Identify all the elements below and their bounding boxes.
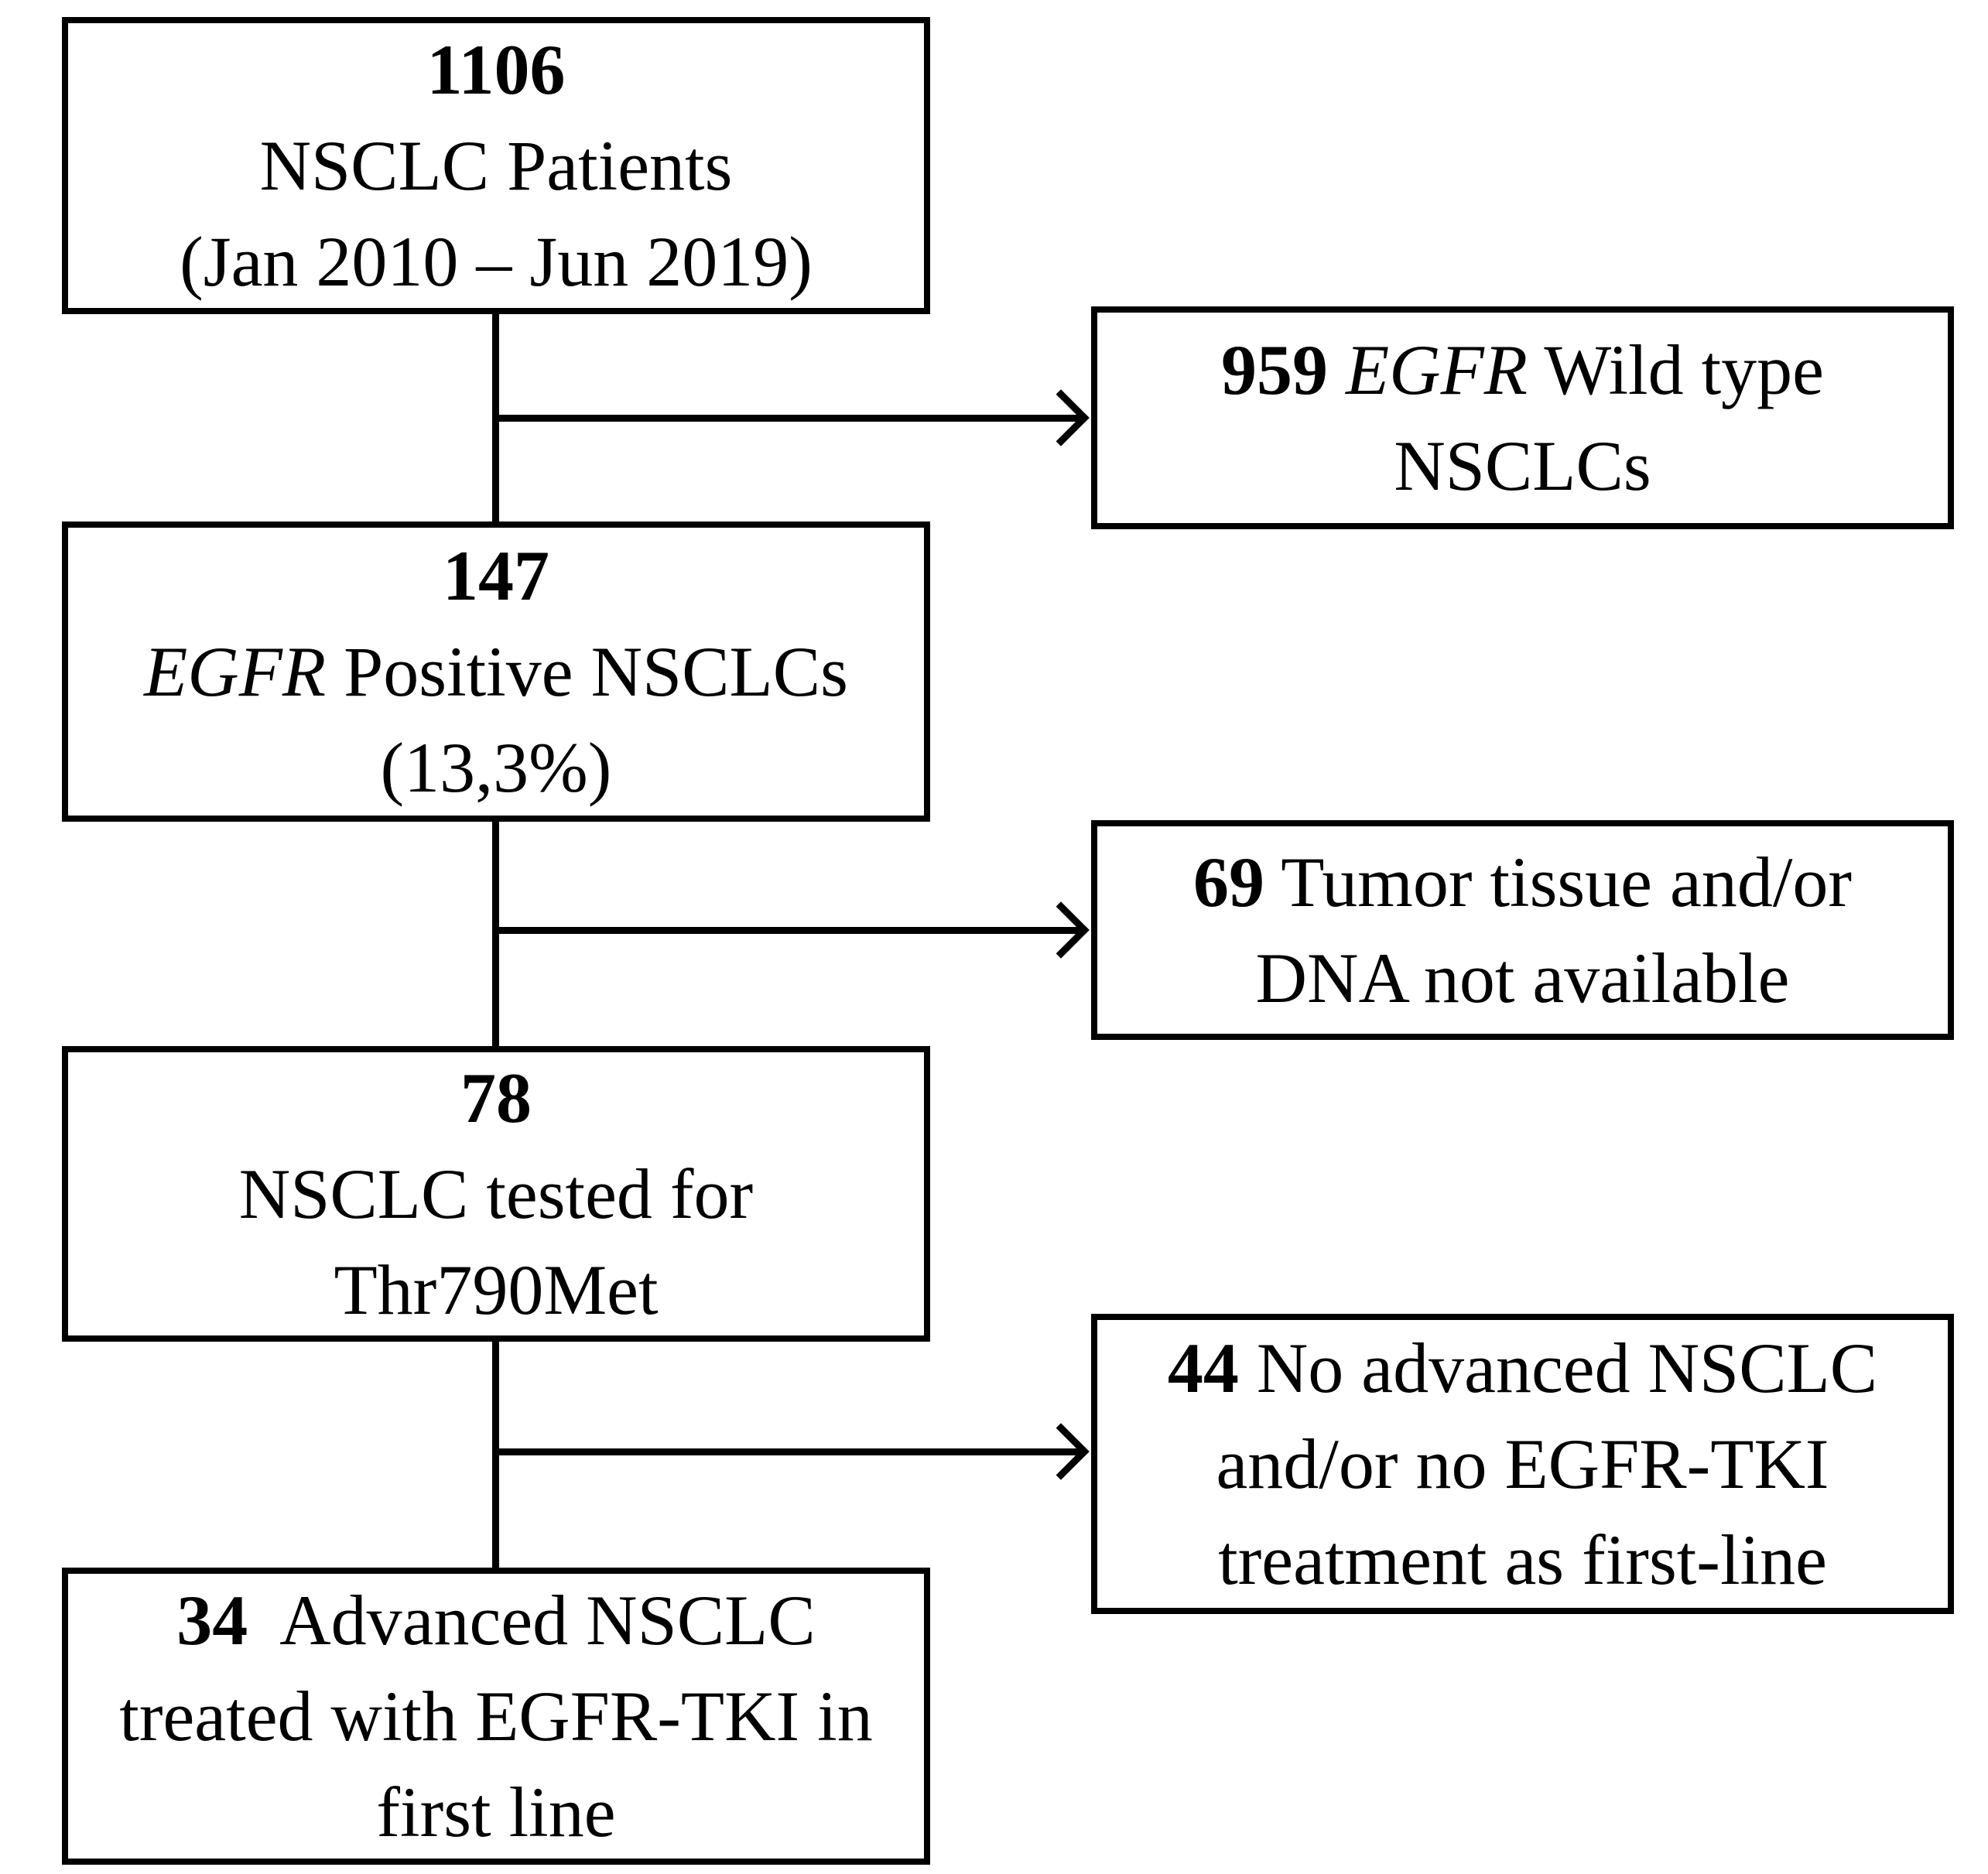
box-text: and/or no EGFR-TKI: [1216, 1424, 1829, 1503]
box-text: Wild type: [1528, 330, 1825, 409]
box-line: NSCLC tested for: [239, 1146, 753, 1242]
gene-name: EGFR: [144, 632, 327, 711]
box-text: NSCLC Patients: [259, 126, 733, 205]
box-text: Tumor tissue and/or: [1264, 843, 1853, 922]
box-line: DNA not available: [1256, 930, 1790, 1026]
flow-box-nsclc-patients: 1106 NSCLC Patients (Jan 2010 – Jun 2019…: [62, 17, 930, 314]
box-line: 1106: [427, 22, 566, 118]
box-line: 34 Advanced NSCLC: [176, 1572, 815, 1668]
box-line: 69 Tumor tissue and/or: [1193, 834, 1852, 930]
percentage: (13,3%): [380, 728, 612, 807]
box-line: Thr790Met: [334, 1242, 658, 1338]
arrowhead-icon: [1032, 1423, 1090, 1480]
box-text: NSCLC tested for: [238, 1154, 754, 1233]
patient-count: 34: [176, 1581, 248, 1660]
box-text: first line: [376, 1773, 616, 1852]
box-line: (Jan 2010 – Jun 2019): [180, 214, 813, 309]
box-line: NSCLC Patients: [260, 118, 733, 214]
box-line: first line: [376, 1764, 615, 1860]
box-text: (Jan 2010 – Jun 2019): [180, 222, 813, 301]
patient-count: 78: [460, 1058, 532, 1137]
box-text: Advanced NSCLC: [248, 1581, 816, 1660]
flow-box-egfr-positive: 147 EGFR Positive NSCLCs (13,3%): [62, 522, 930, 822]
box-text: treatment as first-line: [1218, 1520, 1827, 1599]
box-line: NSCLCs: [1394, 418, 1651, 514]
exclusion-box-no-advanced-no-tki: 44 No advanced NSCLC and/or no EGFR-TKI …: [1091, 1314, 1954, 1614]
gene-name: EGFR: [1327, 330, 1528, 409]
box-text: DNA not available: [1255, 939, 1790, 1017]
exclusion-box-egfr-wild-type: 959 EGFR Wild type NSCLCs: [1091, 306, 1954, 529]
flow-box-tested-thr790met: 78 NSCLC tested for Thr790Met: [62, 1046, 930, 1342]
arrowhead-icon: [1032, 389, 1090, 446]
connector-horizontal-1: [495, 415, 1085, 422]
patient-count: 69: [1192, 843, 1264, 922]
arrowhead-icon: [1032, 901, 1090, 959]
exclusion-box-tissue-not-available: 69 Tumor tissue and/or DNA not available: [1091, 820, 1954, 1040]
connector-horizontal-3: [495, 1448, 1085, 1455]
box-line: and/or no EGFR-TKI: [1216, 1416, 1829, 1512]
box-line: (13,3%): [381, 720, 612, 816]
box-text: Thr790Met: [334, 1250, 659, 1329]
box-line: treated with EGFR-TKI in: [119, 1668, 872, 1764]
box-text: NSCLCs: [1394, 426, 1651, 505]
box-text: treated with EGFR-TKI in: [119, 1677, 873, 1756]
flow-box-advanced-treated: 34 Advanced NSCLC treated with EGFR-TKI …: [62, 1568, 930, 1865]
connector-horizontal-2: [495, 927, 1085, 934]
box-line: 959 EGFR Wild type: [1221, 322, 1824, 418]
patient-count: 959: [1220, 330, 1328, 409]
patient-count: 147: [443, 536, 549, 615]
box-line: 78: [460, 1050, 532, 1146]
box-line: treatment as first-line: [1218, 1512, 1827, 1608]
box-line: 147: [443, 528, 549, 624]
box-line: EGFR Positive NSCLCs: [144, 624, 848, 720]
connector-vertical-2: [492, 819, 499, 1049]
patient-count: 44: [1167, 1329, 1239, 1407]
box-line: 44 No advanced NSCLC: [1168, 1320, 1877, 1416]
box-text: No advanced NSCLC: [1238, 1329, 1878, 1407]
patient-count: 1106: [426, 30, 566, 109]
box-text: Positive NSCLCs: [326, 632, 848, 711]
